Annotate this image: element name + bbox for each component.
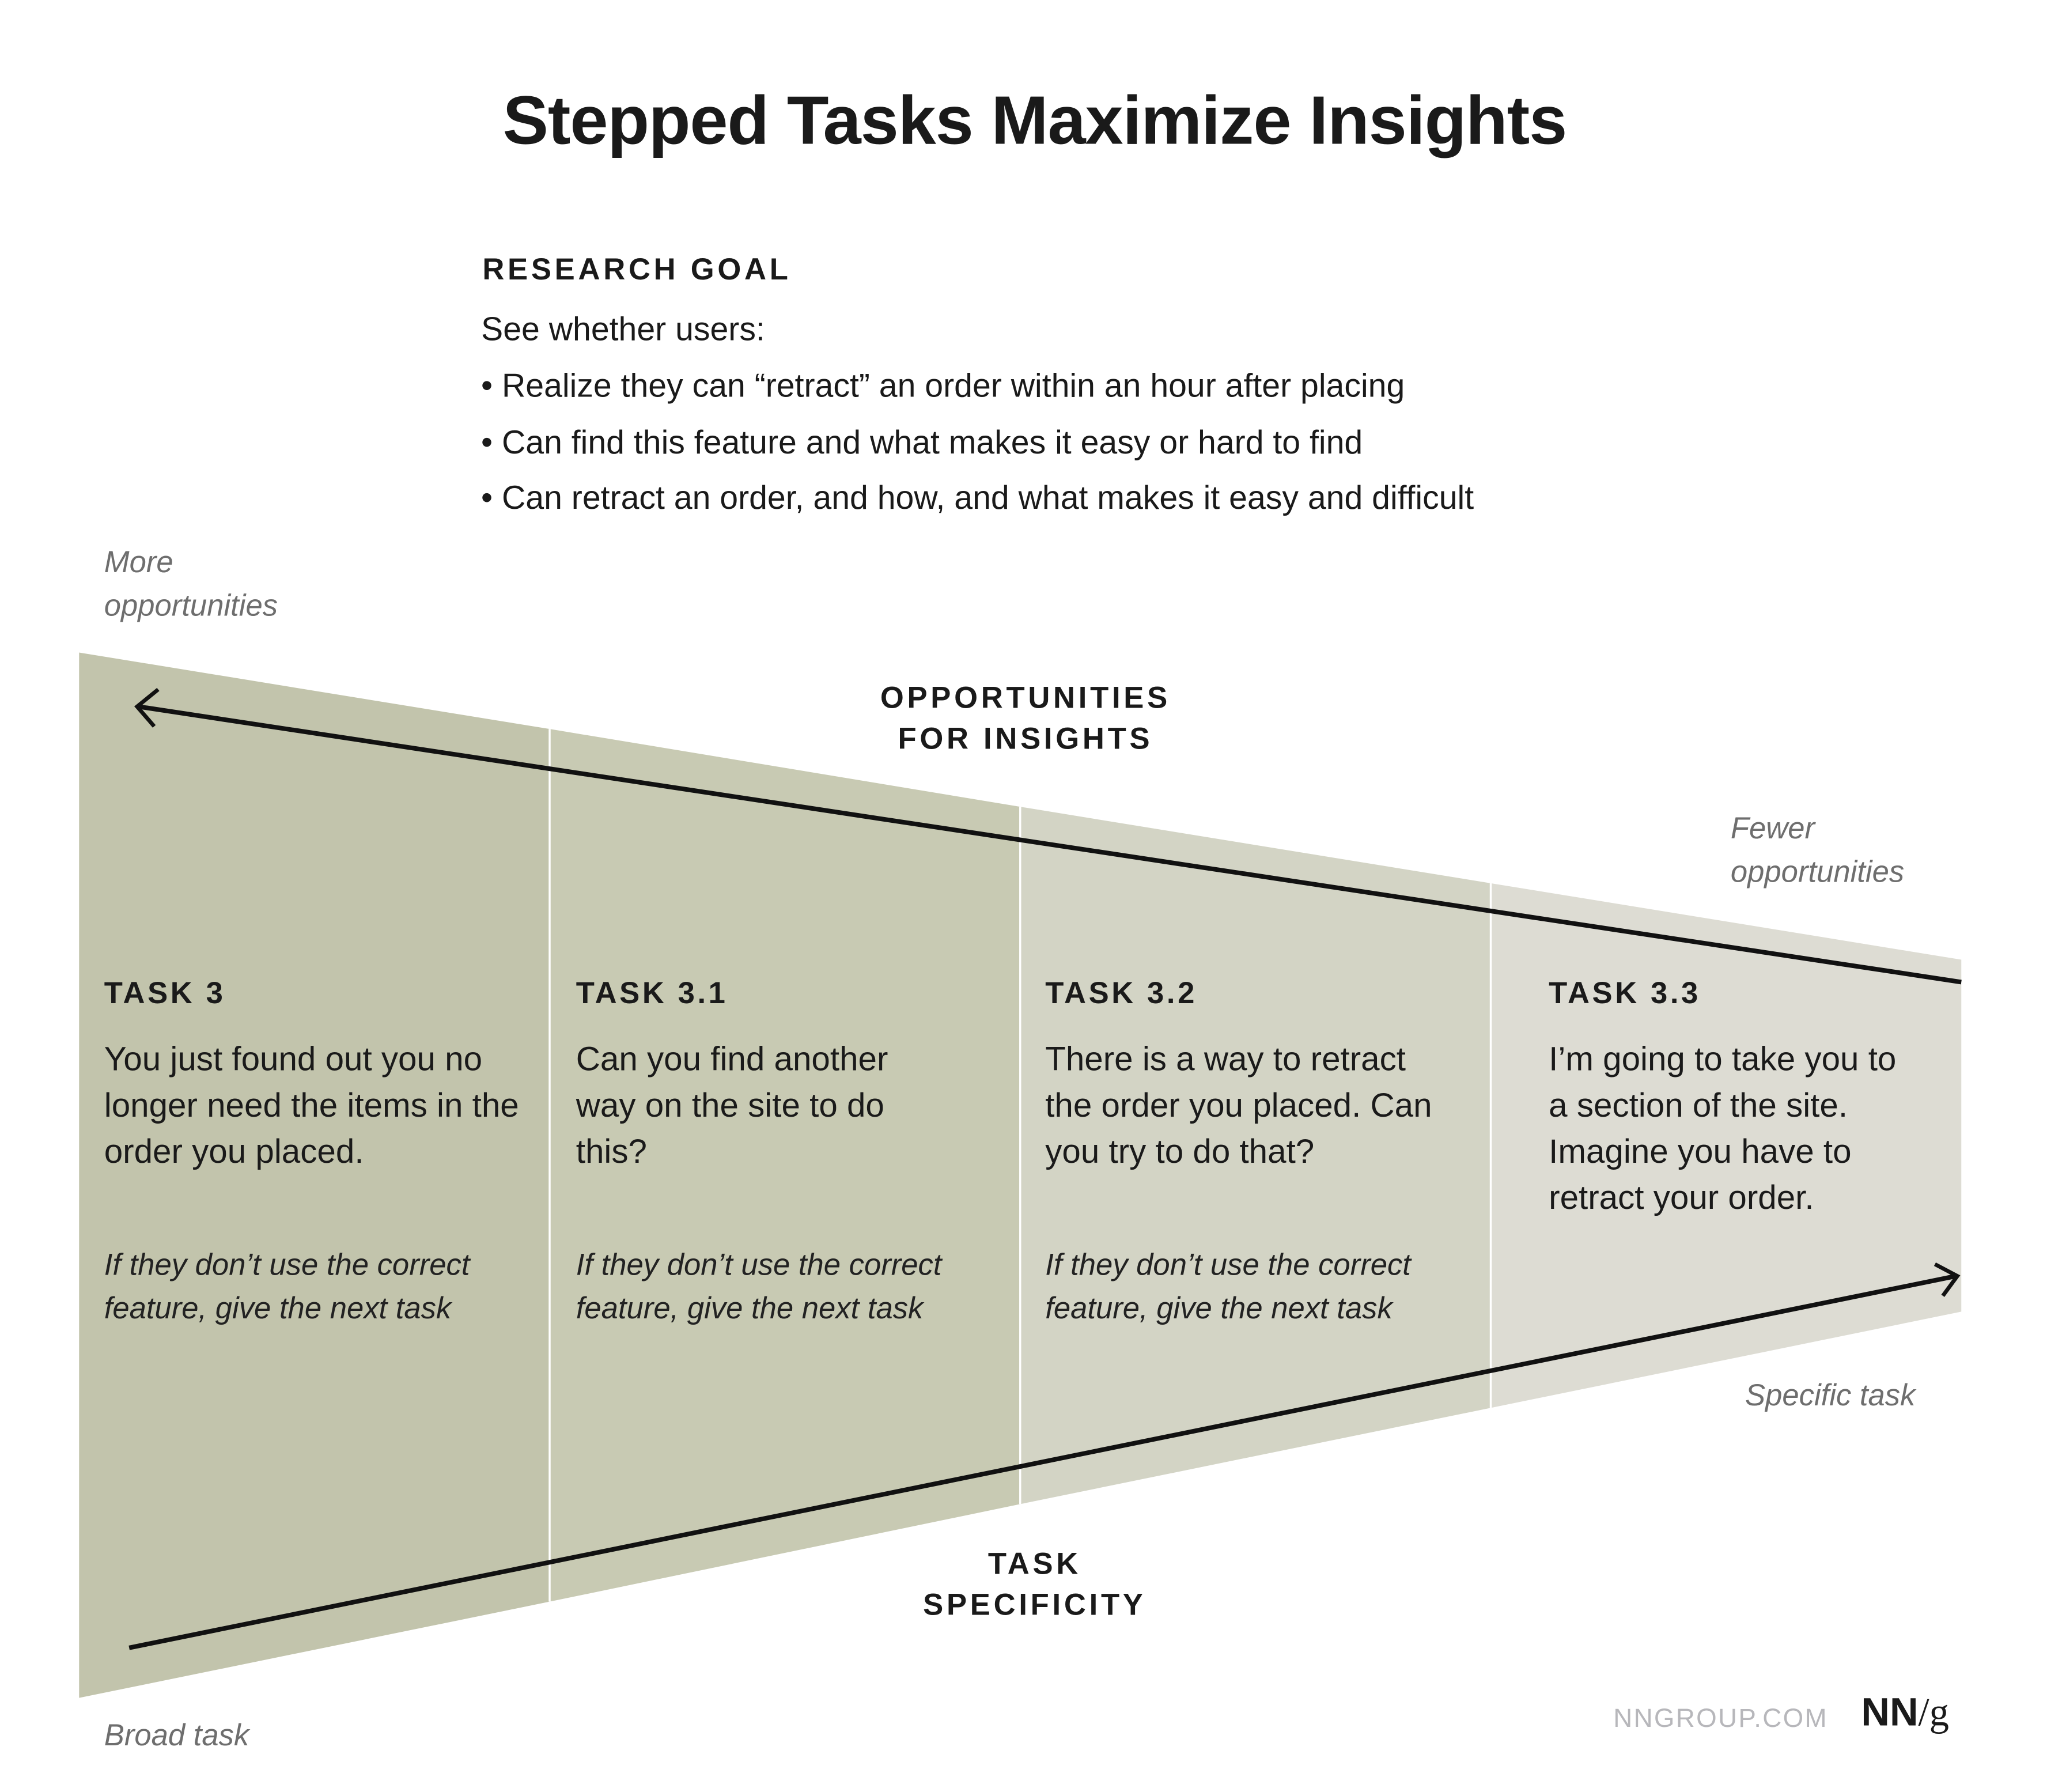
opportunities-for-insights-label: OPPORTUNITIES FOR INSIGHTS bbox=[762, 678, 1289, 759]
note-line: opportunities bbox=[104, 588, 278, 622]
specificity-arrow bbox=[128, 1262, 1961, 1650]
task-3-1-hint: If they don’t use the correct feature, g… bbox=[576, 1247, 942, 1325]
panel-task-3-3 bbox=[1490, 883, 1962, 1408]
task-3-1-body: Can you find another way on the site to … bbox=[576, 1041, 888, 1171]
task-3-hint: If they don’t use the correct feature, g… bbox=[104, 1247, 470, 1325]
label-line: TASK bbox=[987, 1546, 1082, 1581]
broad-task-label: Broad task bbox=[104, 1718, 249, 1752]
panel-task-3-2 bbox=[1020, 807, 1491, 1504]
task-3-2-body: There is a way to retract the order you … bbox=[1045, 1041, 1432, 1171]
task-3-label: TASK 3 bbox=[104, 975, 226, 1010]
specific-task-label: Specific task bbox=[1745, 1377, 1916, 1412]
task-3-2-label: TASK 3.2 bbox=[1045, 975, 1197, 1010]
more-opportunities-label: More opportunities bbox=[104, 540, 278, 627]
panel-task-3 bbox=[79, 652, 550, 1698]
task-3-3-label: TASK 3.3 bbox=[1549, 975, 1701, 1010]
task-3-3-body: I’m going to take you to a section of th… bbox=[1549, 1041, 1897, 1217]
research-goal-heading: RESEARCH GOAL bbox=[482, 251, 792, 286]
task-specificity-label: TASK SPECIFICITY bbox=[771, 1544, 1298, 1625]
label-line: OPPORTUNITIES bbox=[880, 680, 1171, 714]
site-url: NNGROUP.COM bbox=[1613, 1704, 1828, 1734]
note-line: Fewer bbox=[1730, 810, 1815, 845]
research-goal-intro: See whether users: bbox=[481, 311, 765, 348]
task-3-body: You just found out you no longer need th… bbox=[104, 1041, 519, 1171]
page-title: Stepped Tasks Maximize Insights bbox=[502, 83, 1568, 160]
logo-rest: /g bbox=[1918, 1691, 1949, 1735]
research-goal-bullet: • Can find this feature and what makes i… bbox=[481, 424, 1363, 462]
note-line: More bbox=[104, 544, 173, 579]
task-3-1-label: TASK 3.1 bbox=[576, 975, 728, 1010]
label-line: SPECIFICITY bbox=[923, 1587, 1147, 1621]
task-3-2-hint: If they don’t use the correct feature, g… bbox=[1045, 1247, 1411, 1325]
fewer-opportunities-label: Fewer opportunities bbox=[1731, 807, 1904, 894]
opportunities-arrow bbox=[134, 687, 1962, 985]
panel-task-3-1 bbox=[550, 729, 1020, 1602]
label-line: FOR INSIGHTS bbox=[898, 721, 1153, 755]
note-line: opportunities bbox=[1730, 854, 1905, 889]
logo-bold: NN bbox=[1861, 1691, 1919, 1735]
research-goal-bullet: • Can retract an order, and how, and wha… bbox=[481, 479, 1474, 517]
research-goal-bullet: • Realize they can “retract” an order wi… bbox=[481, 368, 1405, 405]
nng-logo: NN/g bbox=[1861, 1691, 1949, 1736]
